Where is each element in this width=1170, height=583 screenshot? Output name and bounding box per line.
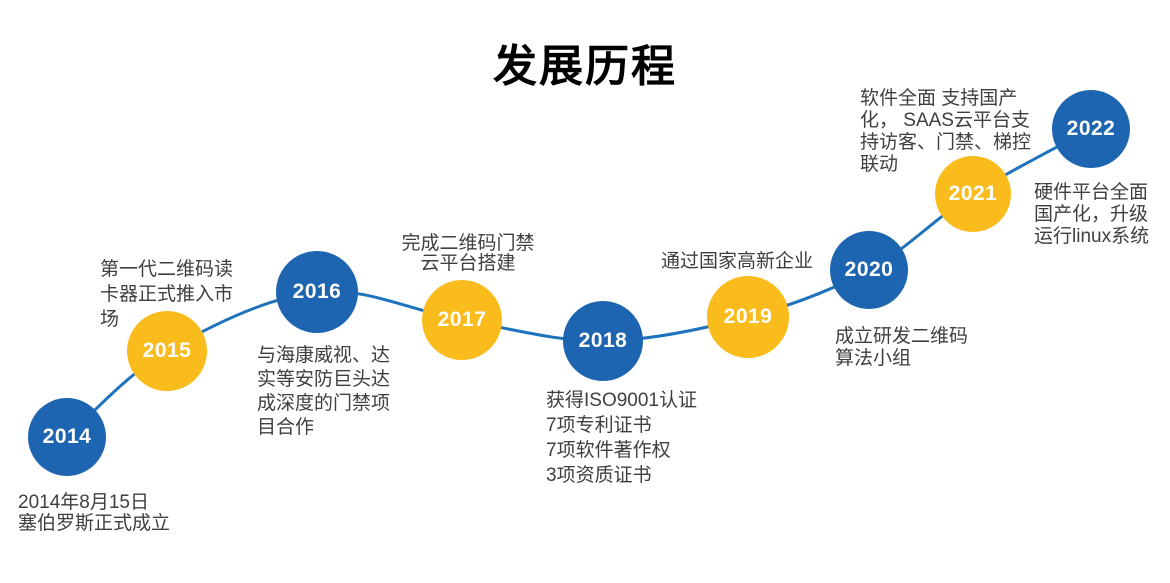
- year-label: 2014: [42, 425, 92, 448]
- year-label: 2018: [578, 329, 628, 352]
- year-node-2017: 2017: [422, 280, 502, 360]
- year-label: 2017: [437, 308, 487, 331]
- milestone-description: 2014年8月15日 塞伯罗斯正式成立: [18, 492, 171, 534]
- milestone-description: 与海康威视、达 实等安防巨头达 成深度的门禁项 目合作: [257, 345, 391, 438]
- milestone-description: 硬件平台全面 国产化，升级 运行linux系统: [1034, 182, 1150, 247]
- year-label: 2019: [723, 305, 773, 328]
- milestone-description: 成立研发二维码 算法小组: [835, 326, 969, 369]
- page-title: 发展历程: [493, 42, 677, 91]
- milestone-description: 第一代二维码读 卡器正式推入市 场: [100, 259, 234, 330]
- year-label: 2016: [292, 280, 342, 303]
- year-label: 2020: [844, 258, 894, 281]
- milestone-description: 通过国家高新企业: [661, 251, 814, 272]
- year-label: 2022: [1066, 117, 1116, 140]
- year-node-2018: 2018: [563, 301, 643, 381]
- year-node-2015: 2015: [127, 311, 207, 391]
- milestone-description: 完成二维码门禁 云平台搭建: [401, 233, 535, 274]
- year-label: 2021: [948, 182, 998, 205]
- year-node-2022: 2022: [1052, 90, 1130, 168]
- year-node-2019: 2019: [707, 276, 789, 358]
- milestone-description: 获得ISO9001认证 7项专利证书 7项软件著作权 3项资质证书: [546, 390, 697, 486]
- year-node-2014: 2014: [28, 398, 106, 476]
- year-label: 2015: [142, 339, 192, 362]
- year-node-2016: 2016: [276, 251, 358, 333]
- year-node-2021: 2021: [935, 156, 1011, 232]
- milestone-description: 软件全面 支持国产 化， SAAS云平台支 持访客、门禁、梯控 联动: [860, 88, 1032, 175]
- year-node-2020: 2020: [830, 231, 908, 309]
